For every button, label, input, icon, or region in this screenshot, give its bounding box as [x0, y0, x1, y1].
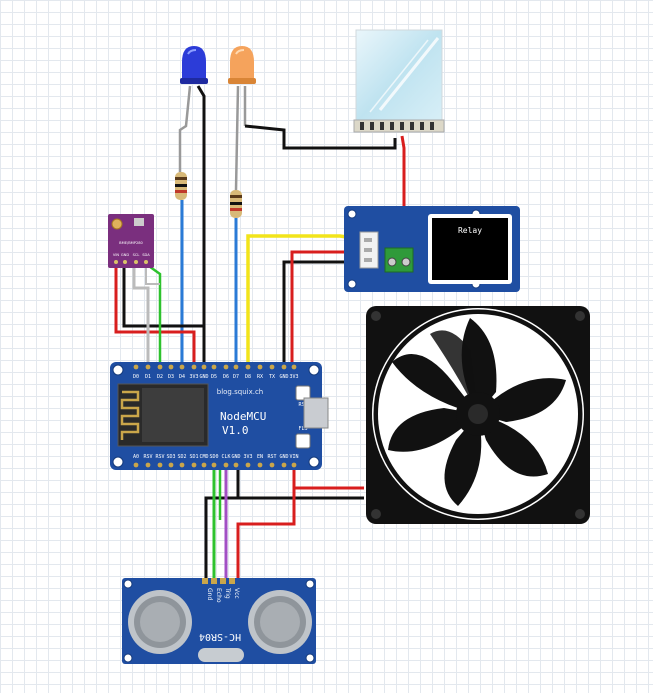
wire-black-sonar-gnd [204, 496, 238, 578]
bme-pin-label: GND [121, 253, 129, 257]
nodemcu-version: V1.0 [222, 424, 249, 437]
pin-label-bottom: RST [267, 454, 276, 460]
fan-blades [388, 318, 566, 506]
sonar-crystal [198, 648, 244, 662]
bme-pin-label: VIN [113, 253, 120, 257]
bme-pin-labels: VIN GND SCL SDA [113, 253, 150, 257]
sonar-receiver [248, 590, 312, 654]
pin-label-top: D2 [157, 374, 163, 380]
pin-label-top: RX [257, 374, 263, 380]
pin-label-bottom: RSV [155, 454, 164, 460]
peltier-module [353, 29, 445, 133]
sonar-pin-label: Gnd [206, 588, 213, 600]
pin-label-top: D0 [133, 374, 139, 380]
rst-label: RST [298, 402, 307, 408]
flash-label: FLS [298, 426, 307, 432]
nodemcu-board: D0 D1 D2 D3 D4 3V3 GND D5 D6 D7 D8 RX TX… [110, 362, 329, 470]
pin-label-top: D6 [223, 374, 229, 380]
sonar-transmitter [128, 590, 192, 654]
pin-label-bottom: SD2 [177, 454, 186, 460]
blue-led [180, 46, 208, 84]
bme-pin-label: SDA [142, 253, 150, 257]
relay-label: Relay [458, 226, 482, 235]
esp-wifi-module [117, 383, 209, 447]
pin-label-bottom: CLK [221, 454, 230, 460]
sonar-pin-label: Trig [224, 587, 231, 599]
sonar-pin-labels: Gnd Echo Trig Vcc [206, 587, 240, 603]
pin-label-top: GND [279, 374, 288, 380]
orange-led [228, 46, 256, 84]
cooling-fan [366, 306, 590, 524]
flash-button[interactable] [295, 433, 311, 449]
sonar-pin-label: Echo [215, 588, 222, 603]
pin-label-top: D5 [211, 374, 217, 380]
pin-label-bottom: GND [279, 454, 288, 460]
nodemcu-bottom-labels: A0 RSV RSV SD3 SD2 SD1 CMD SD0 CLK GND 3… [133, 454, 299, 460]
wire-orange-led-cathode [234, 85, 240, 191]
pin-label-bottom: VIN [289, 454, 298, 460]
pin-label-top: D7 [233, 374, 239, 380]
sonar-pin-label: Vcc [233, 588, 240, 599]
pin-label-top: D4 [179, 374, 185, 380]
nodemcu-name: NodeMCU [220, 410, 266, 423]
bme-label: BME/BMP280 [119, 241, 143, 245]
bme280-sensor: BME/BMP280 VIN GND SCL SDA [108, 214, 154, 268]
pin-label-bottom: EN [257, 454, 263, 460]
pin-label-top: TX [269, 374, 275, 380]
pin-label-bottom: SD3 [166, 454, 175, 460]
pin-label-bottom: RSV [143, 454, 152, 460]
resistor-orange-led [230, 190, 242, 218]
wire-red-bme-vin [114, 264, 196, 364]
nodemcu-top-pins [133, 364, 297, 370]
wire-red-sonar-vcc [236, 488, 296, 578]
wire-blue-led-anode [196, 85, 206, 364]
sonar-name: HC-SR04 [199, 631, 241, 642]
rst-button[interactable] [295, 385, 311, 401]
wire-grey-bme-scl [132, 264, 150, 364]
pin-label-top: 3V3 [189, 374, 198, 380]
pin-label-bottom: GND [231, 454, 240, 460]
pin-label-bottom: CMD [199, 454, 208, 460]
nodemcu-bottom-pins [133, 462, 297, 468]
pin-label-top: D8 [245, 374, 251, 380]
nodemcu-top-labels: D0 D1 D2 D3 D4 3V3 GND D5 D6 D7 D8 RX TX… [133, 374, 299, 380]
wire-blue-led-cathode [178, 85, 192, 172]
resistor-blue-led [175, 172, 187, 200]
bme-pin-label: SCL [133, 253, 140, 257]
pin-label-bottom: SD1 [189, 454, 198, 460]
hc-sr04-sensor: Gnd Echo Trig Vcc HC-SR04 [122, 578, 316, 664]
pin-label-top: D1 [145, 374, 151, 380]
wire-grey-bme-sda [145, 264, 160, 285]
wire-red-relay-power [290, 250, 367, 364]
pin-label-top: 3V3 [289, 374, 298, 380]
pin-label-bottom: A0 [133, 454, 139, 460]
usb-port [303, 397, 329, 429]
nodemcu-brand: blog.squix.ch [217, 388, 263, 396]
pin-label-top: D3 [168, 374, 174, 380]
pin-label-top: GND [199, 374, 208, 380]
wire-black-bme-gnd [122, 264, 206, 364]
pin-label-bottom: SD0 [209, 454, 218, 460]
relay-module: Relay [344, 206, 520, 292]
wire-black-relay-ground [282, 260, 367, 364]
pin-label-bottom: 3V3 [243, 454, 252, 460]
wire-black-led-ground [244, 124, 397, 150]
